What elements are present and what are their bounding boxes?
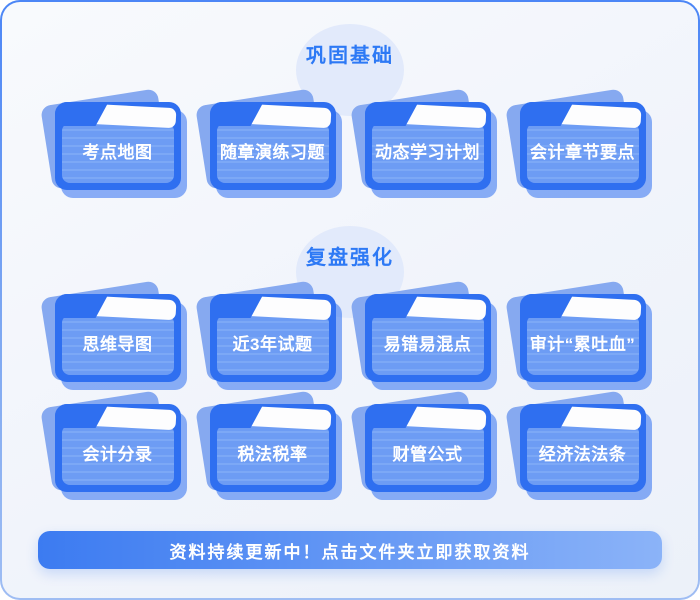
folder-label: 近3年试题 — [232, 334, 313, 354]
folder-icon: 考点地图 — [54, 102, 181, 190]
folder-icon: 会计分录 — [54, 404, 181, 492]
folder-label: 审计“累吐血” — [529, 334, 636, 354]
folder-front-panel: 会计章节要点 — [526, 123, 639, 183]
section-2: 复盘强化思维导图 近3年试题 易错易混点 审计“累吐血” 会计分录 税法税率 财管公式 经济法… — [2, 226, 698, 492]
folder-item[interactable]: 经济法法条 — [504, 390, 646, 492]
folder-front-panel: 动态学习计划 — [371, 123, 484, 183]
section-title: 复盘强化 — [306, 247, 394, 269]
folder-label: 易错易混点 — [383, 334, 472, 354]
update-banner-text: 资料持续更新中！点击文件夹立即获取资料 — [169, 542, 531, 562]
folder-front-panel: 审计“累吐血” — [526, 315, 639, 375]
section-title: 巩固基础 — [306, 45, 394, 67]
folder-item[interactable]: 近3年试题 — [194, 280, 336, 382]
folder-item[interactable]: 税法税率 — [194, 390, 336, 492]
folder-label: 税法税率 — [237, 444, 308, 464]
folder-icon: 动态学习计划 — [364, 102, 491, 190]
folder-icon: 审计“累吐血” — [519, 294, 646, 382]
folder-icon: 思维导图 — [54, 294, 181, 382]
folder-icon: 易错易混点 — [364, 294, 491, 382]
section-header: 复盘强化 — [2, 226, 698, 318]
folder-item[interactable]: 思维导图 — [39, 280, 181, 382]
folder-front-panel: 思维导图 — [61, 315, 174, 375]
folder-item[interactable]: 随章演练习题 — [194, 88, 336, 190]
folder-front-panel: 会计分录 — [61, 425, 174, 485]
folder-icon: 经济法法条 — [519, 404, 646, 492]
folder-item[interactable]: 会计分录 — [39, 390, 181, 492]
folder-item[interactable]: 易错易混点 — [349, 280, 491, 382]
folder-grid: 思维导图 近3年试题 易错易混点 审计“累吐血” 会计分录 税法税率 财管公式 经济法法条 — [39, 280, 646, 492]
folder-label: 思维导图 — [82, 334, 153, 354]
folder-front-panel: 经济法法条 — [526, 425, 639, 485]
folder-front-panel: 税法税率 — [216, 425, 329, 485]
section-header: 巩固基础 — [2, 24, 698, 116]
folder-grid: 考点地图 随章演练习题 动态学习计划 会计章节要点 — [39, 88, 646, 190]
folder-icon: 财管公式 — [364, 404, 491, 492]
sections-container: 巩固基础考点地图 随章演练习题 动态学习计划 会计章节要点复盘强化思维导图 近3年试题 易… — [2, 24, 698, 492]
folder-label: 随章演练习题 — [220, 142, 325, 162]
folder-item[interactable]: 会计章节要点 — [504, 88, 646, 190]
folder-front-panel: 考点地图 — [61, 123, 174, 183]
folder-label: 考点地图 — [82, 142, 153, 162]
folder-front-panel: 财管公式 — [371, 425, 484, 485]
folder-icon: 近3年试题 — [209, 294, 336, 382]
folder-label: 会计章节要点 — [530, 142, 635, 162]
folder-front-panel: 随章演练习题 — [216, 123, 329, 183]
folder-front-panel: 易错易混点 — [371, 315, 484, 375]
folder-label: 动态学习计划 — [375, 142, 480, 162]
folder-item[interactable]: 审计“累吐血” — [504, 280, 646, 382]
section-1: 巩固基础考点地图 随章演练习题 动态学习计划 会计章节要点 — [2, 24, 698, 190]
update-banner[interactable]: 资料持续更新中！点击文件夹立即获取资料 — [38, 531, 662, 569]
folder-item[interactable]: 动态学习计划 — [349, 88, 491, 190]
folder-icon: 税法税率 — [209, 404, 336, 492]
folder-icon: 会计章节要点 — [519, 102, 646, 190]
folder-label: 财管公式 — [392, 444, 463, 464]
folder-item[interactable]: 财管公式 — [349, 390, 491, 492]
folder-label: 经济法法条 — [538, 444, 627, 464]
folder-label: 会计分录 — [82, 444, 153, 464]
folder-front-panel: 近3年试题 — [216, 315, 329, 375]
folder-icon: 随章演练习题 — [209, 102, 336, 190]
folder-item[interactable]: 考点地图 — [39, 88, 181, 190]
